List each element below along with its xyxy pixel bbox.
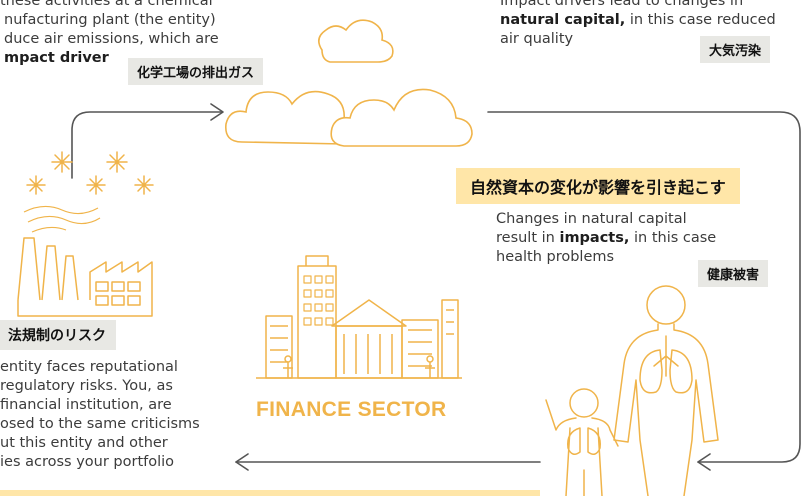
people-lungs-icon	[545, 285, 719, 496]
cloud-icon	[330, 88, 473, 147]
impact-tag: 健康被害	[698, 260, 769, 287]
arrow-head-left-people	[697, 453, 711, 471]
impact-text-pre: result in	[496, 230, 560, 246]
arrow-cloud-to-people	[487, 111, 801, 463]
risk-text-line: financial institution, are	[0, 397, 172, 413]
risk-text-line: osed to the same criticisms	[0, 416, 200, 432]
capital-text-rest: in this case reduced	[625, 12, 776, 28]
factory-icon	[17, 151, 154, 317]
risk-text-line: entity faces reputational	[0, 359, 178, 375]
natural-capital-label: natural capital,	[500, 12, 626, 28]
risk-text-line: regulatory risks. You, as	[0, 378, 173, 394]
emission-text-line: duce air emissions, which are	[4, 31, 219, 47]
bottom-highlight-bar	[0, 490, 540, 496]
change-banner-before: 自然資本の変化が	[470, 178, 599, 197]
emission-text-line: these activities at a chemical	[0, 0, 213, 9]
impact-driver-label: mpact driver	[4, 50, 109, 66]
arrow-factory-to-cloud	[71, 111, 223, 179]
impact-text-line: health problems	[496, 249, 615, 265]
capital-text-line: Impact drivers lead to changes in	[500, 0, 744, 9]
change-banner-bold: 影響	[598, 178, 631, 197]
impacts-label: impacts,	[559, 230, 630, 246]
finance-sector-label: FINANCE SECTOR	[256, 398, 447, 421]
capital-text-line: natural capital, in this case reduced	[500, 11, 776, 30]
impact-text-line: Changes in natural capital	[496, 211, 687, 227]
cloud-icon	[318, 19, 394, 63]
risk-tag: 法規制のリスク	[0, 320, 116, 350]
risk-text-line: ut this entity and other	[0, 435, 168, 451]
emission-text-line: nufacturing plant (the entity)	[4, 12, 216, 28]
finance-buildings-icon	[256, 255, 462, 379]
impact-text-post: in this case	[629, 230, 717, 246]
capital-tag: 大気汚染	[700, 36, 771, 63]
change-banner: 自然資本の変化が影響を引き起こす	[456, 168, 740, 204]
emission-tag: 化学工場の排出ガス	[128, 58, 264, 85]
impact-text-line: result in impacts, in this case	[496, 229, 716, 248]
change-banner-after: を引き起こす	[630, 178, 726, 197]
capital-text-line: air quality	[500, 31, 574, 47]
risk-text-line: ies across your portfolio	[0, 454, 175, 470]
arrow-head-left-finance	[235, 453, 249, 471]
arrow-head-right	[210, 103, 224, 121]
